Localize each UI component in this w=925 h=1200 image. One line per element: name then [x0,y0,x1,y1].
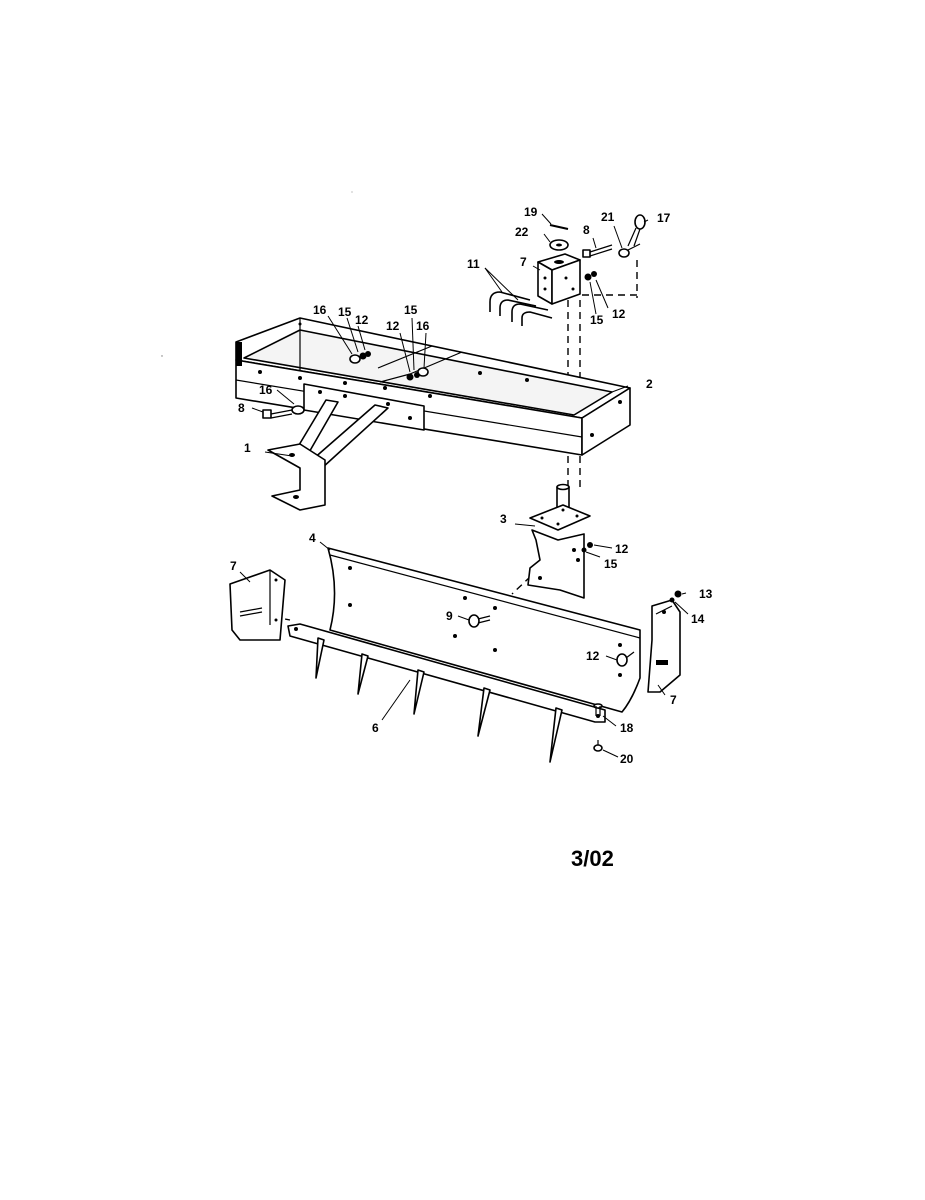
clevis-pin-21 [618,243,641,258]
frame-hardware [349,351,429,381]
roll-pin-19 [549,224,569,230]
pin-18 [593,703,603,716]
bracket-nut-washer [584,271,597,281]
label-part-16-c: 16 [259,383,273,397]
blade-bolt-12 [616,651,635,667]
label-part-2: 2 [646,377,653,391]
label-part-15-a: 15 [338,305,352,319]
scan-speck [161,355,163,357]
label-part-7-right: 7 [670,693,677,707]
label-part-13: 13 [699,587,713,601]
label-part-12-b: 12 [386,319,400,333]
scarifier-bar [287,623,606,763]
label-part-7-top: 7 [520,255,527,269]
washer-16-left [291,405,305,415]
label-part-12-d: 12 [586,649,600,663]
hitch-pin-clip-17 [627,214,646,247]
label-part-6: 6 [372,721,379,735]
label-part-11: 11 [467,257,480,271]
label-part-1: 1 [244,441,251,455]
label-part-22: 22 [515,225,529,239]
label-part-12-c: 12 [615,542,629,556]
clip-20 [593,740,603,752]
date-code: 3/02 [571,846,614,871]
carriage-bolt-9 [468,614,491,628]
part-labels: 1 2 3 4 6 7 7 7 8 8 9 11 12 12 12 12 12 … [230,205,713,766]
pivot-mount [527,483,593,599]
label-part-12-a: 12 [355,313,369,327]
label-part-7-left: 7 [230,559,237,573]
label-part-21: 21 [601,210,615,224]
label-part-4: 4 [309,531,316,545]
label-part-14: 14 [691,612,705,626]
bolt-8-top [582,244,613,258]
label-part-15-d: 15 [590,313,604,327]
label-part-8-left: 8 [238,401,245,415]
scan-speck [351,191,353,193]
pivot-bracket [537,253,581,305]
u-bolts [489,291,553,326]
label-part-16-a: 16 [313,303,327,317]
label-part-15-b: 15 [404,303,418,317]
label-part-18: 18 [620,721,634,735]
label-part-15-c: 15 [604,557,618,571]
end-plate-left [229,569,286,641]
label-part-9: 9 [446,609,453,623]
label-part-17: 17 [657,211,671,225]
label-part-3: 3 [500,512,507,526]
label-part-12-e: 12 [612,307,626,321]
washer-22 [549,239,569,251]
end-plate-hardware [669,590,682,603]
callout-leaders [239,213,689,758]
label-part-19: 19 [524,205,538,219]
end-plate-right [647,599,681,693]
label-part-8-top: 8 [583,223,590,237]
frame [235,317,631,456]
label-part-16-b: 16 [416,319,430,333]
bolt-8-left [262,409,293,419]
blade [327,547,641,713]
label-part-20: 20 [620,752,634,766]
hitch-bracket [267,383,425,511]
